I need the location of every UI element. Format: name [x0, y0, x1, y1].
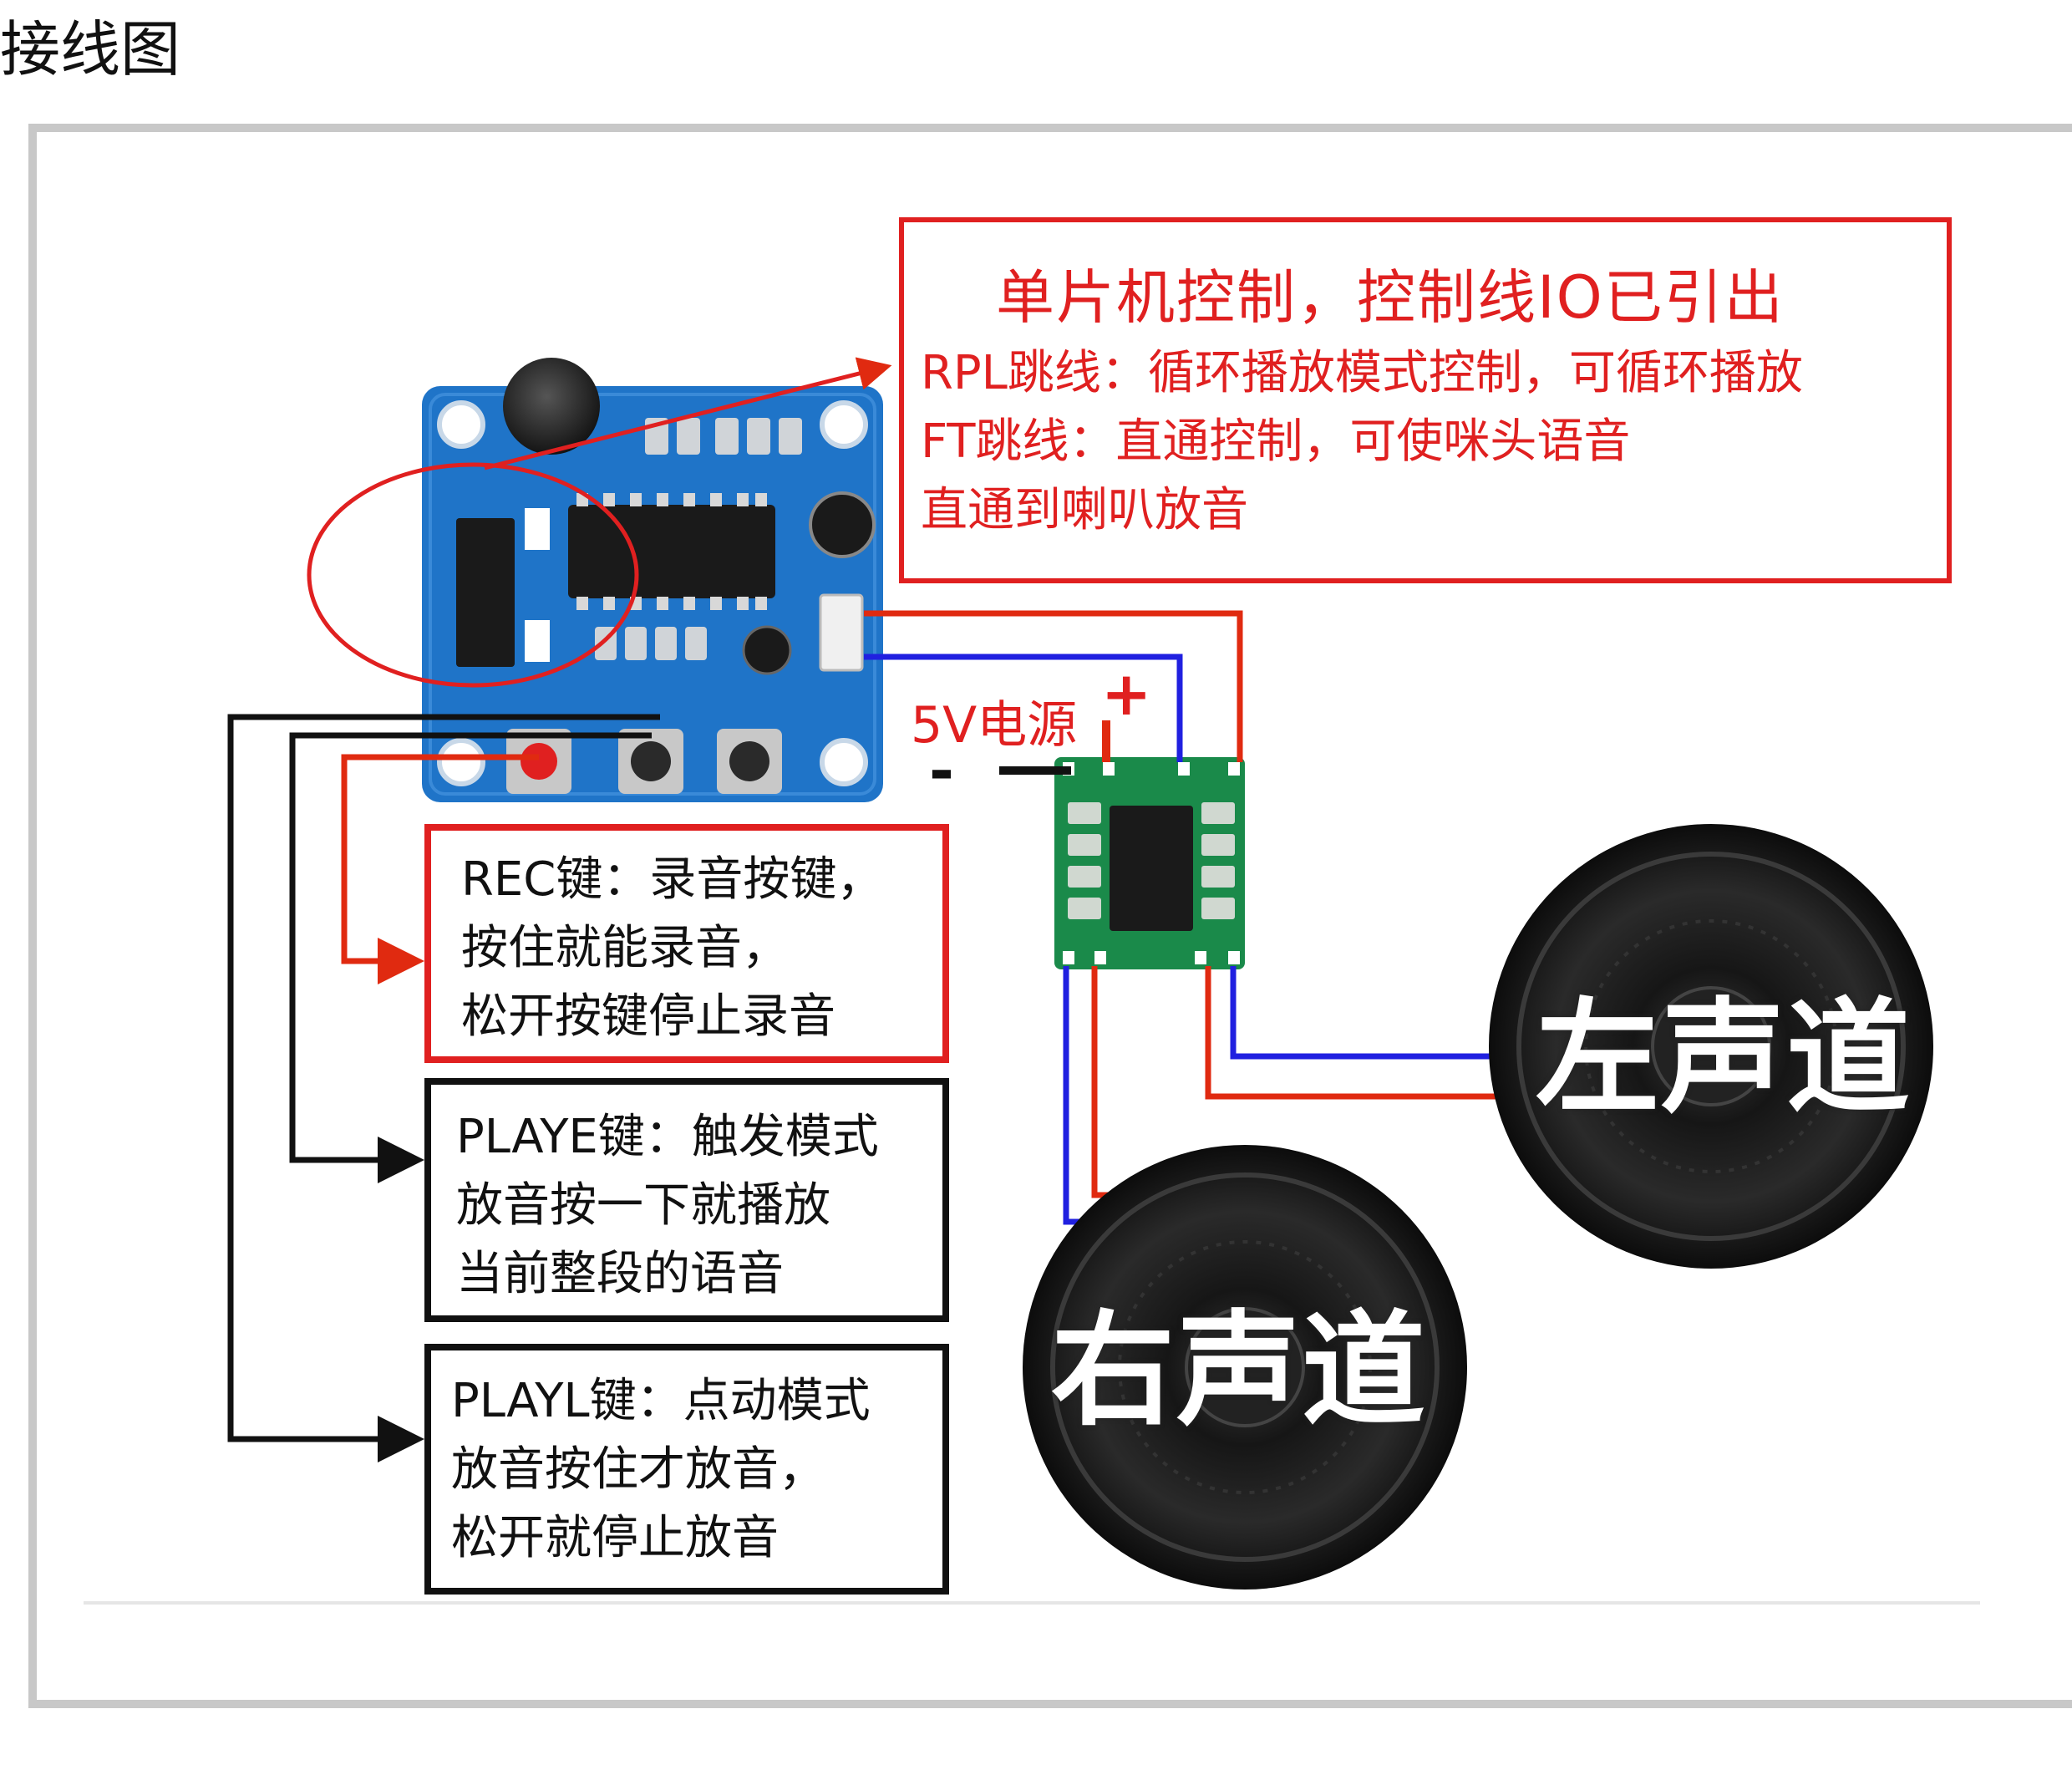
amp-chip-icon	[1110, 806, 1193, 931]
rec-key-callout: REC键：录音按键， 按住就能录音， 松开按键停止录音	[424, 824, 949, 1063]
power-supply-label: 5V电源	[911, 696, 1078, 755]
playl-key-callout: PLAYL键：点动模式 放音按住才放音， 松开就停止放音	[424, 1344, 949, 1595]
playe-wire	[289, 732, 652, 1183]
right-speaker-wire-blue	[1063, 966, 1079, 1225]
mount-hole-icon	[820, 400, 868, 449]
playl-callout-line: 放音按住才放音，	[451, 1442, 825, 1497]
mcu-callout-arrow	[484, 357, 892, 470]
speaker-connector-icon	[819, 593, 864, 672]
left-speaker-icon	[1489, 824, 1933, 1269]
playl-callout-line: 松开就停止放音	[451, 1511, 779, 1565]
mcu-callout-line: 直通到喇叭放音	[921, 483, 1248, 537]
capacitor-icon	[809, 491, 876, 558]
mcu-callout-line: FT跳线：直通控制，可使咪头语音	[921, 415, 1631, 469]
mount-hole-icon	[437, 738, 485, 786]
isd1820-module	[422, 358, 883, 802]
chip-icon	[568, 505, 775, 598]
power-minus-label: -	[929, 735, 954, 806]
jumper-highlight-circle	[307, 462, 639, 688]
page-title: 接线图	[0, 14, 181, 84]
left-channel-label: 左声道	[1536, 986, 1912, 1130]
mcu-control-callout: 单片机控制，控制线IO已引出 RPL跳线：循环播放模式控制，可循环播放 FT跳线…	[899, 217, 1952, 583]
playe-button-icon	[618, 729, 683, 794]
left-speaker-wire-red	[1205, 966, 1511, 1100]
audio-wire-red	[864, 610, 1243, 762]
playe-callout-line: 当前整段的语音	[456, 1247, 784, 1301]
audio-wire-blue	[864, 654, 1183, 762]
microphone-icon	[503, 358, 600, 455]
rec-callout-line: 松开按键停止录音	[461, 989, 835, 1044]
rec-button-icon	[506, 729, 571, 794]
playl-callout-line: PLAYL键：点动模式	[451, 1374, 871, 1428]
rec-callout-line: 按住就能录音，	[461, 921, 789, 975]
rec-wire	[341, 754, 539, 984]
mcu-callout-line: RPL跳线：循环播放模式控制，可循环播放	[921, 346, 1803, 400]
amplifier-module	[1054, 757, 1245, 969]
jumper-header-icon	[456, 518, 515, 667]
left-speaker-wire-blue	[1230, 966, 1511, 1060]
playe-key-callout: PLAYE键：触发模式 放音按一下就播放 当前整段的语音	[424, 1078, 949, 1322]
playe-callout-line: PLAYE键：触发模式	[456, 1110, 879, 1164]
power-plus-label: +	[1101, 659, 1152, 729]
playe-callout-line: 放音按一下就播放	[456, 1178, 830, 1233]
right-channel-label: 右声道	[1051, 1299, 1427, 1442]
mount-hole-icon	[820, 738, 868, 786]
right-speaker-wire-red	[1091, 966, 1111, 1198]
rec-callout-line: REC键：录音按键，	[461, 852, 884, 907]
mcu-callout-heading: 单片机控制，控制线IO已引出	[996, 263, 1785, 332]
right-speaker-icon	[1023, 1145, 1467, 1590]
playl-wire	[227, 714, 660, 1462]
mount-hole-icon	[437, 400, 485, 449]
playl-button-icon	[717, 729, 782, 794]
